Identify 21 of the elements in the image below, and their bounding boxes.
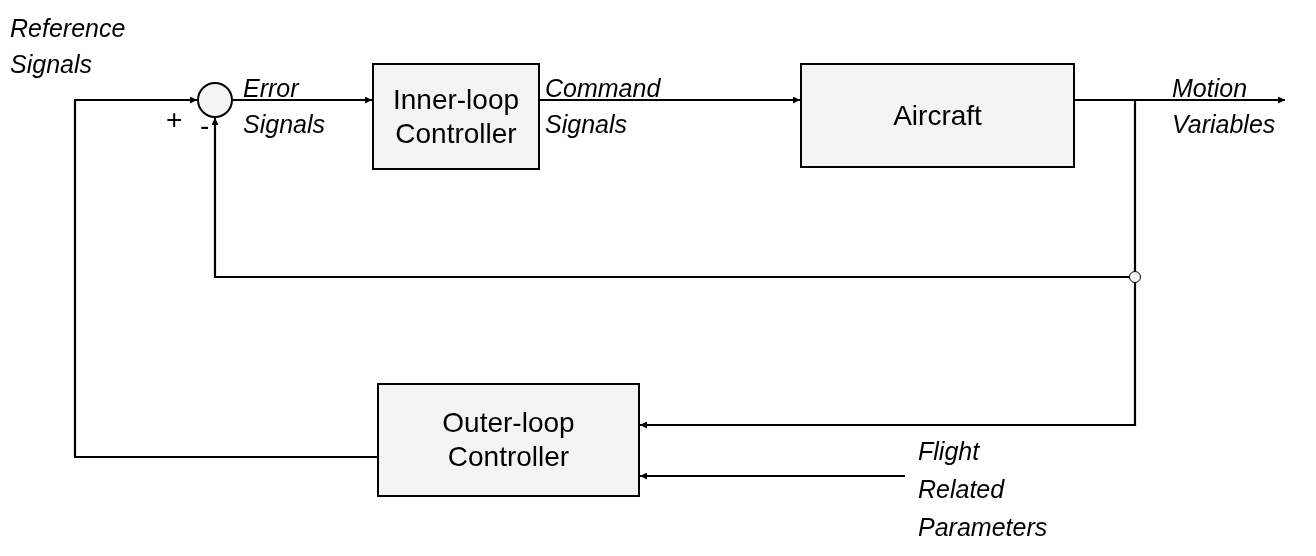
edge-label: Flight Related Parameters (918, 436, 1049, 543)
box-label: Aircraft (893, 98, 982, 133)
box-label: Outer-loop Controller (441, 406, 576, 474)
arrow (640, 283, 1137, 429)
process-box (372, 63, 540, 170)
arrow (211, 118, 1129, 279)
box-label: Inner-loop Controller (391, 82, 521, 151)
arrow (233, 96, 372, 104)
arrow (640, 472, 905, 480)
sign-label: - (200, 112, 210, 140)
junction-circle (197, 82, 233, 118)
edge-label: Command Signals (545, 73, 662, 140)
edge-label: Reference Signals (10, 13, 127, 80)
process-box (800, 63, 1075, 168)
edge-label: Motion Variables (1172, 73, 1277, 140)
edge-label: Error Signals (243, 73, 326, 140)
junction-circle (1129, 271, 1141, 283)
arrow (540, 96, 800, 104)
process-box (377, 383, 640, 497)
arrow (73, 96, 377, 459)
sign-label: + (166, 106, 183, 134)
